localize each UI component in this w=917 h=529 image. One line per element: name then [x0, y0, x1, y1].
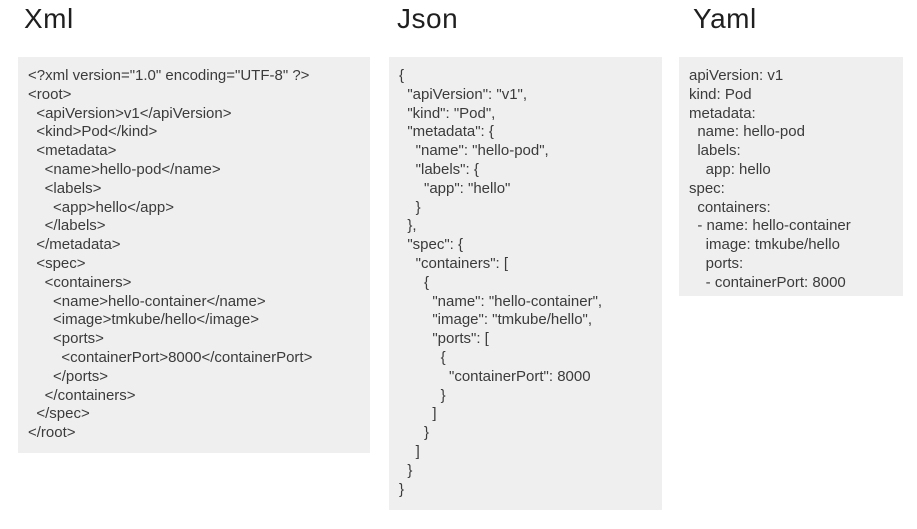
code-line: "kind": "Pod",: [399, 104, 496, 122]
code-line: <metadata>: [28, 142, 117, 160]
code-line: }: [399, 386, 446, 404]
code-line: apiVersion: v1: [689, 67, 784, 84]
code-line: "containers": [: [399, 254, 509, 272]
code-line: "ports": [: [399, 330, 489, 348]
code-line: kind: Pod: [689, 85, 752, 103]
xml-panel-title: Xml: [24, 3, 74, 34]
code-line: </labels>: [28, 217, 106, 235]
code-line: </metadata>: [28, 236, 121, 254]
code-line: <name>hello-container</name>: [28, 292, 266, 310]
code-line: ports:: [689, 254, 744, 272]
code-line: }: [399, 198, 421, 216]
code-line: <containerPort>8000</containerPort>: [28, 348, 313, 366]
code-line: {: [399, 67, 405, 84]
code-line: }: [399, 461, 413, 479]
code-line: </containers>: [28, 386, 136, 404]
code-line: <?xml version="1.0" encoding="UTF-8" ?>: [28, 67, 310, 84]
code-line: {: [399, 273, 430, 291]
code-line: containers:: [689, 198, 771, 216]
code-line: <name>hello-pod</name>: [28, 160, 221, 178]
code-line: app: hello: [689, 160, 771, 178]
code-line: "containerPort": 8000: [399, 367, 591, 385]
code-line: <spec>: [28, 254, 86, 272]
code-line: </spec>: [28, 405, 90, 423]
code-line: - name: hello-container: [689, 217, 851, 235]
code-line: }: [399, 480, 405, 498]
code-line: ]: [399, 442, 420, 460]
code-line: spec:: [689, 179, 725, 197]
code-line: }: [399, 424, 430, 442]
code-line: name: hello-pod: [689, 123, 805, 141]
code-line: },: [399, 217, 417, 235]
code-line: "spec": {: [399, 236, 464, 254]
code-line: "name": "hello-container",: [399, 292, 603, 310]
code-line: <apiVersion>v1</apiVersion>: [28, 104, 232, 122]
code-line: ]: [399, 405, 437, 423]
code-line: <ports>: [28, 330, 104, 348]
code-line: metadata:: [689, 104, 756, 122]
code-line: <containers>: [28, 273, 132, 291]
code-line: "metadata": {: [399, 123, 494, 141]
code-line: <app>hello</app>: [28, 198, 174, 216]
code-line: image: tmkube/hello: [689, 236, 840, 254]
json-code-block: { "apiVersion": "v1", "kind": "Pod", "me…: [389, 57, 662, 510]
code-line: "labels": {: [399, 160, 479, 178]
code-line: "image": "tmkube/hello",: [399, 311, 593, 329]
code-line: </ports>: [28, 367, 109, 385]
code-line: "app": "hello": [399, 179, 511, 197]
xml-code-block: <?xml version="1.0" encoding="UTF-8" ?><…: [18, 57, 370, 453]
yaml-panel-title: Yaml: [693, 3, 757, 34]
code-line: <labels>: [28, 179, 102, 197]
code-line: </root>: [28, 424, 76, 442]
code-line: {: [399, 348, 446, 366]
code-line: <kind>Pod</kind>: [28, 123, 158, 141]
code-line: <image>tmkube/hello</image>: [28, 311, 259, 329]
code-line: "name": "hello-pod",: [399, 142, 549, 160]
code-line: "apiVersion": "v1",: [399, 85, 528, 103]
code-line: labels:: [689, 142, 741, 160]
code-line: - containerPort: 8000: [689, 273, 846, 291]
json-panel-title: Json: [397, 3, 459, 34]
code-line: <root>: [28, 85, 72, 103]
